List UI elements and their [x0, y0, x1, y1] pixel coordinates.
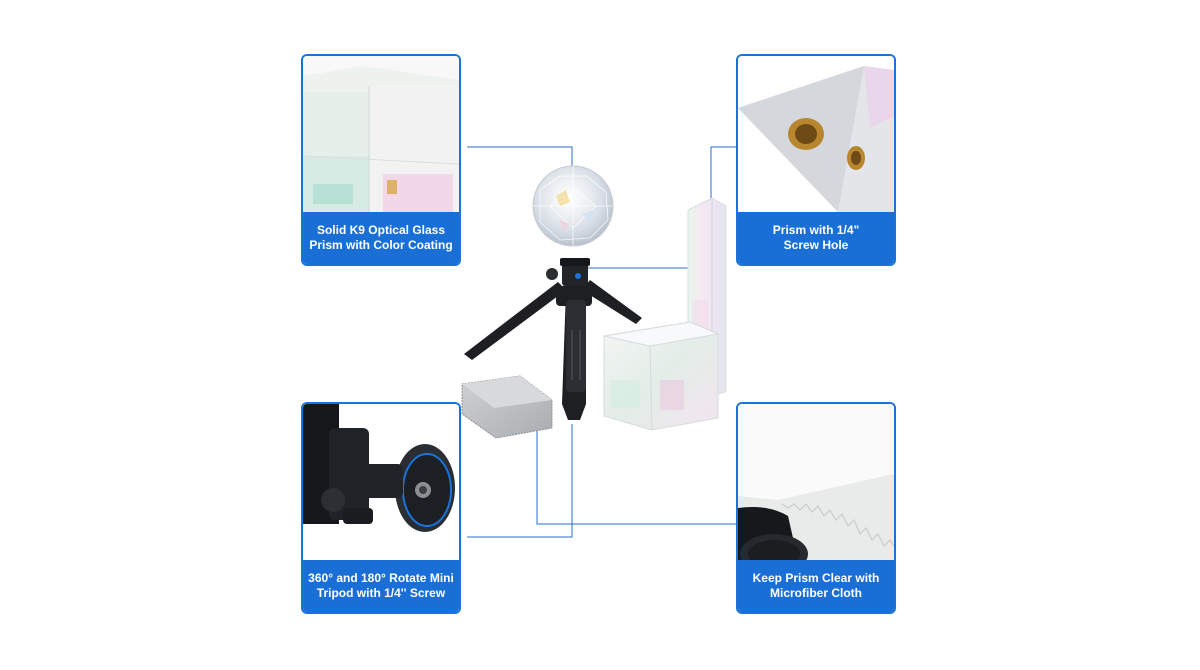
caption-line-1: 360° and 180° Rotate Mini — [308, 571, 454, 585]
glass-cube — [603, 321, 720, 431]
prism-screw-hole-photo — [738, 56, 894, 212]
caption-line-1: Solid K9 Optical Glass — [316, 223, 446, 237]
caption-line-1: Prism with 1/4" — [772, 223, 860, 237]
crystal-ball — [532, 165, 614, 247]
caption-line-1: Keep Prism Clear with — [752, 571, 880, 585]
feature-card-tripod: 360° and 180° Rotate Mini Tripod with 1/… — [301, 402, 461, 614]
microfiber-cloth — [461, 375, 553, 439]
feature-card-microfiber-cloth: Keep Prism Clear with Microfiber Cloth — [736, 402, 896, 614]
caption-microfiber-cloth: Keep Prism Clear with Microfiber Cloth — [738, 560, 894, 612]
caption-line-2: Prism with Color Coating — [309, 238, 453, 252]
tripod-head-photo — [303, 404, 459, 560]
connector-top-left — [467, 146, 573, 168]
caption-line-2: Tripod with 1/4'' Screw — [316, 586, 446, 600]
glass-cube-photo — [303, 56, 459, 212]
caption-tripod: 360° and 180° Rotate Mini Tripod with 1/… — [303, 560, 459, 612]
feature-card-glass-prism: Solid K9 Optical Glass Prism with Color … — [301, 54, 461, 266]
tripod — [464, 258, 642, 420]
connector-bottom-left — [467, 424, 573, 538]
caption-line-2: Microfiber Cloth — [770, 586, 862, 600]
caption-glass-prism: Solid K9 Optical Glass Prism with Color … — [303, 212, 459, 264]
connector-bottom-right — [536, 422, 736, 525]
caption-screw-hole: Prism with 1/4" Screw Hole — [738, 212, 894, 264]
caption-line-2: Screw Hole — [783, 238, 849, 252]
connector-lines — [467, 146, 736, 538]
feature-card-screw-hole: Prism with 1/4" Screw Hole — [736, 54, 896, 266]
microfiber-cloth-photo — [738, 404, 894, 560]
